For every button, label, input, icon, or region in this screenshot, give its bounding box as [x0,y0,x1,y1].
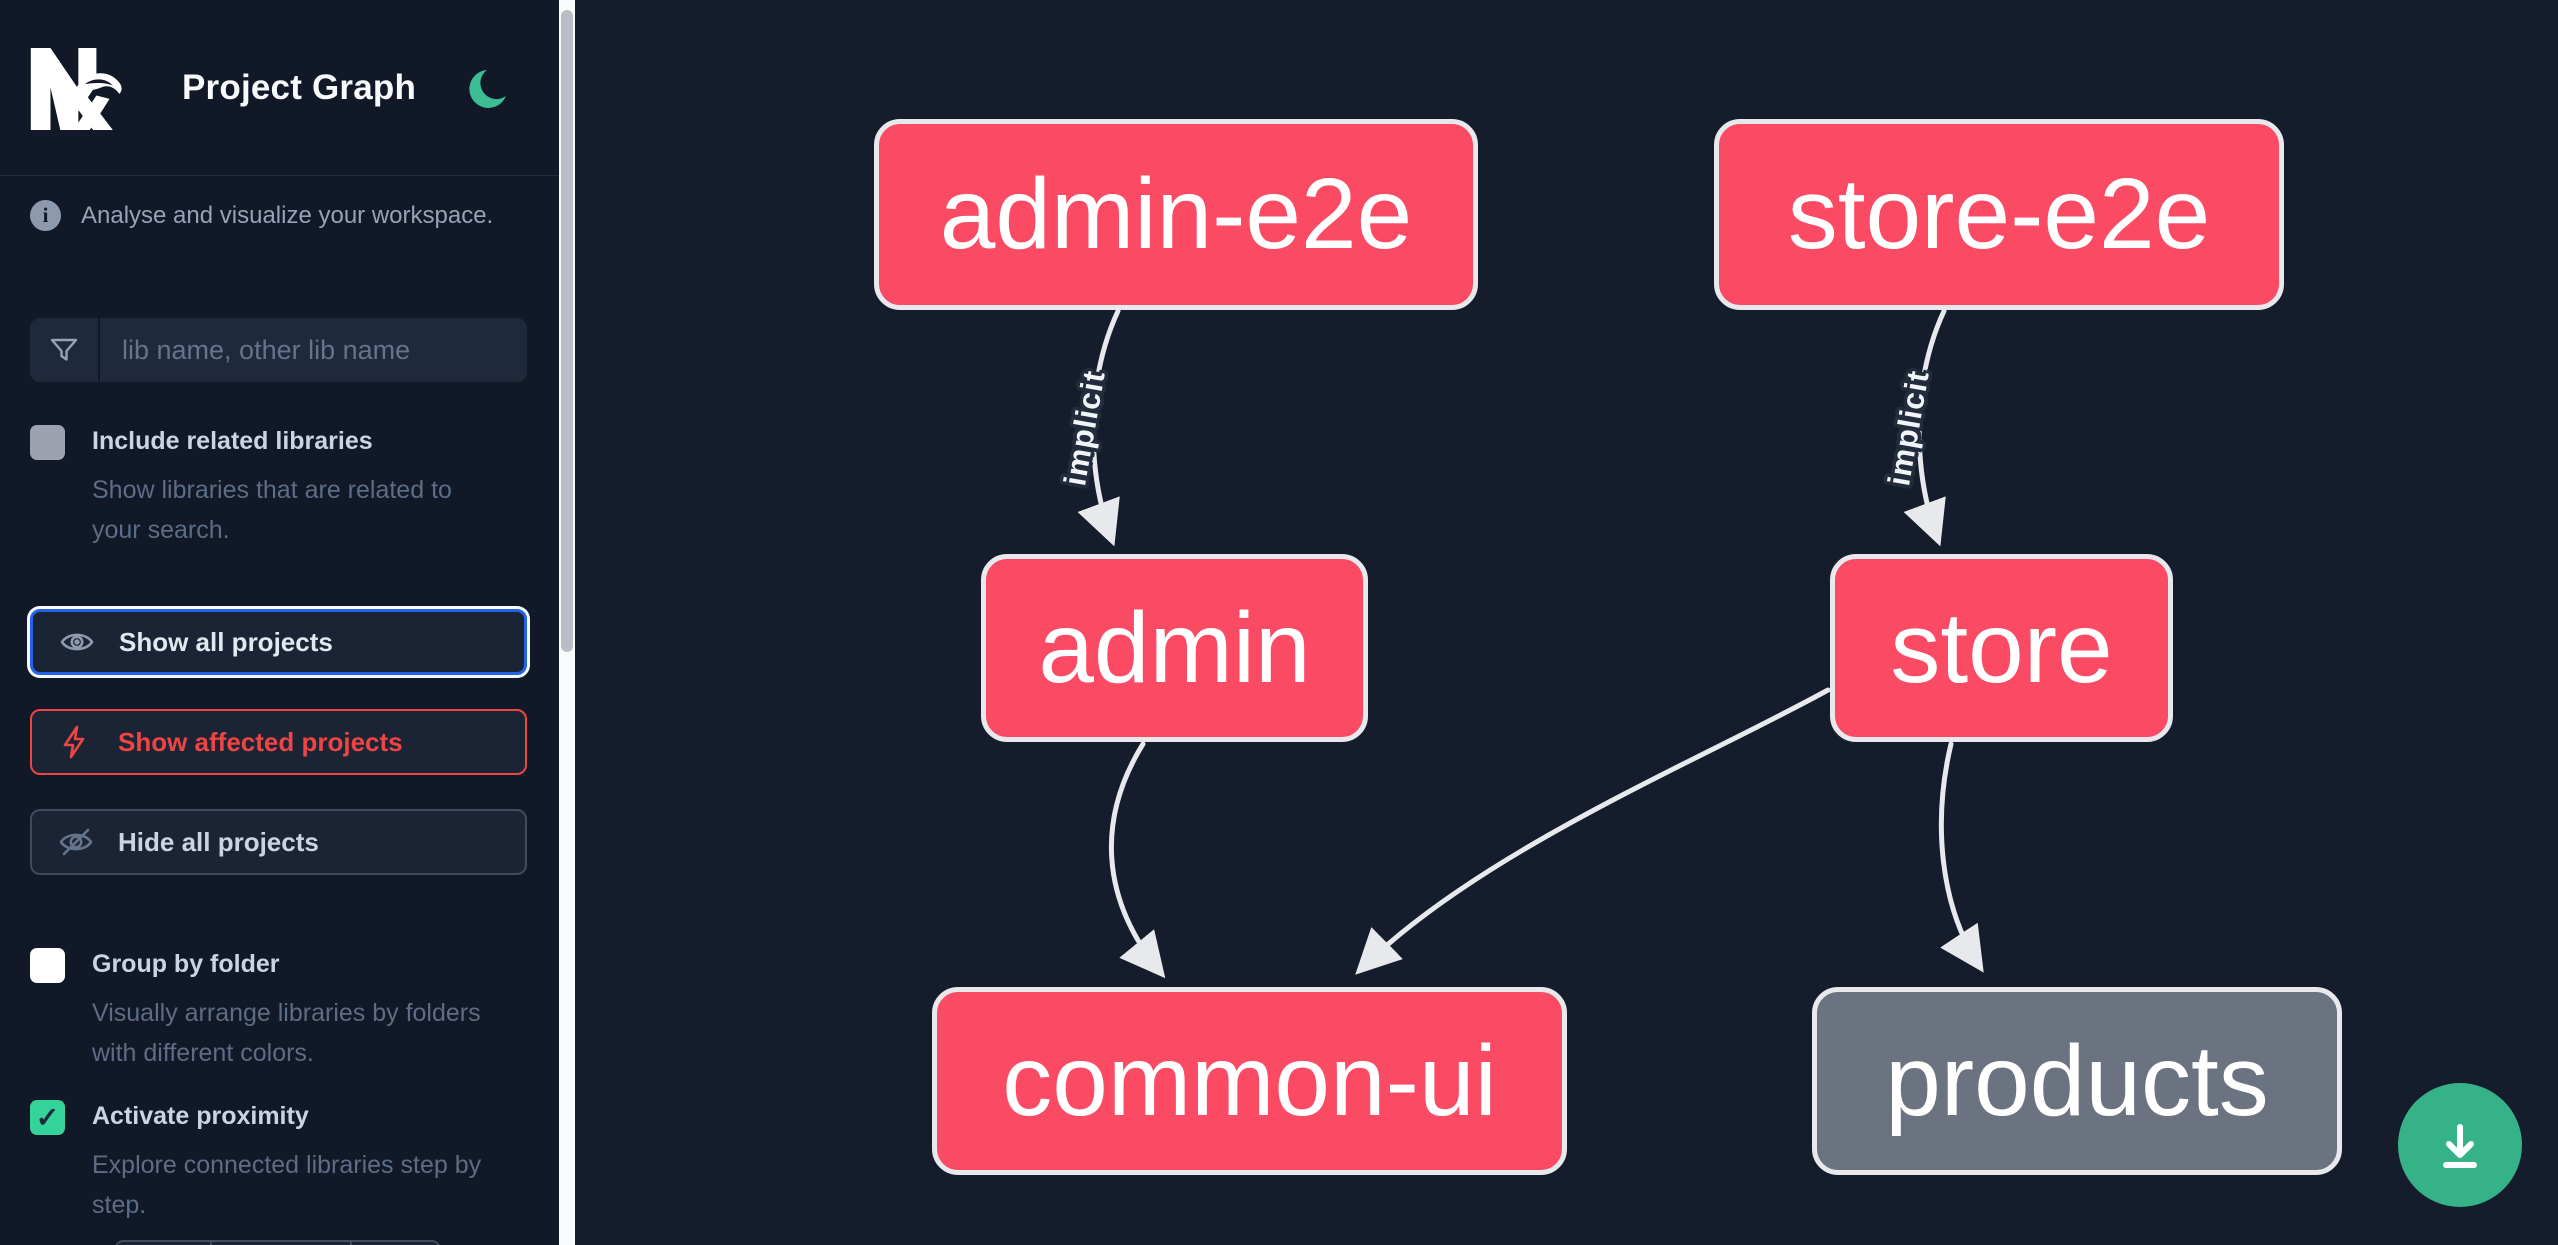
edge-store-to-common-ui [1355,687,1831,975]
node-label: admin [1038,591,1311,704]
search-box [30,318,527,382]
tagline-text: Analyse and visualize your workspace. [81,201,494,229]
node-label: store [1890,591,2113,704]
edge-admin-to-common-ui [1109,741,1166,979]
sidebar-scrollbar-thumb[interactable] [561,10,573,652]
graph-node-admin[interactable]: admin [981,554,1368,742]
activate-proximity-label: Activate proximity [92,1102,309,1130]
bolt-icon [63,725,85,759]
sidebar-header: Project Graph [0,0,559,176]
page-title: Project Graph [182,68,417,107]
edge-store-to-products [1938,741,1984,973]
download-image-button[interactable] [2398,1083,2522,1207]
show-all-projects-label: Show all projects [119,626,333,657]
show-affected-projects-label: Show affected projects [118,726,403,757]
include-related-description: Show libraries that are related to your … [92,476,452,544]
eye-icon [60,633,94,651]
show-affected-projects-button[interactable]: Show affected projects [30,709,527,775]
include-related-checkbox[interactable] [30,425,65,460]
graph-canvas[interactable]: implicit implicit admin-e2e store-e2e ad… [575,0,2558,1245]
moon-icon [469,69,506,108]
node-label: admin-e2e [939,158,1413,270]
depth-decrement-segment[interactable] [117,1242,212,1245]
activate-proximity-description: Explore connected libraries step by step… [92,1151,482,1219]
nx-logo [30,48,122,130]
graph-node-store[interactable]: store [1830,554,2173,742]
group-by-folder-label: Group by folder [92,950,280,978]
show-all-projects-button[interactable]: Show all projects [30,609,527,675]
sidebar: Project Graph i Analyse and visualize yo… [0,0,559,1245]
node-label: products [1885,1024,2269,1137]
funnel-icon [50,338,78,361]
group-by-folder-description: Visually arrange libraries by folders wi… [92,999,481,1067]
graph-node-store-e2e[interactable]: store-e2e [1714,119,2284,310]
include-related-label: Include related libraries [92,427,373,455]
info-icon: i [30,200,61,231]
graph-edges [1077,308,1984,979]
hide-all-projects-button[interactable]: Hide all projects [30,809,527,875]
proximity-depth-control[interactable] [115,1240,440,1245]
edge-store-e2e-to-store [1903,308,1947,547]
sidebar-scrollbar[interactable] [559,0,575,1245]
node-label: store-e2e [1787,158,2211,270]
tagline-row: i Analyse and visualize your workspace. [30,200,493,231]
eye-slash-icon [59,828,93,856]
graph-node-common-ui[interactable]: common-ui [932,987,1567,1175]
depth-value-segment [212,1242,352,1245]
download-icon [2443,1124,2477,1168]
graph-node-products[interactable]: products [1812,987,2342,1175]
group-by-folder-checkbox[interactable] [30,948,65,983]
graph-node-admin-e2e[interactable]: admin-e2e [874,119,1478,310]
theme-toggle-button[interactable] [464,66,512,114]
search-input[interactable] [100,318,527,382]
node-label: common-ui [1002,1024,1497,1137]
hide-all-projects-label: Hide all projects [118,826,319,857]
filter-icon-cell [30,318,100,382]
edge-admin-e2e-to-admin [1077,308,1121,547]
activate-proximity-checkbox[interactable]: ✓ [30,1100,65,1135]
